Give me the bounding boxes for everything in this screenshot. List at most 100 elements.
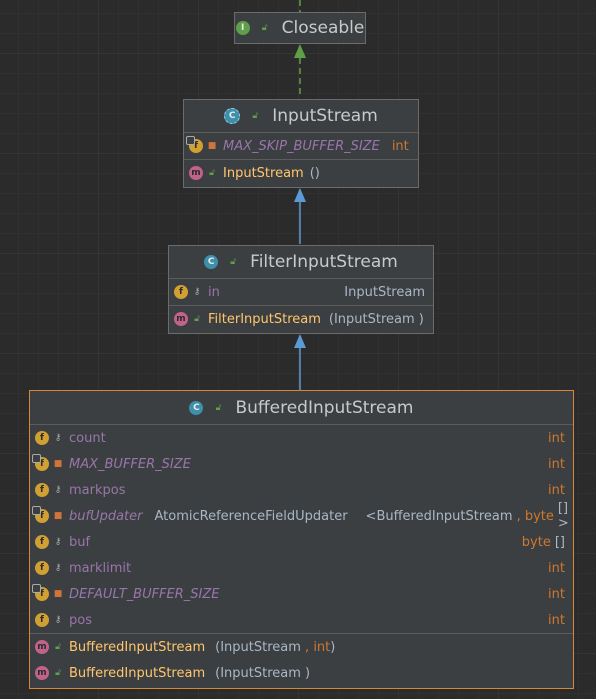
buffered-input-stream-node[interactable]: C 🔓︎ BufferedInputStream f ⚷ count int f… — [29, 390, 574, 689]
buffered-input-stream-header: C 🔓︎ BufferedInputStream — [30, 391, 573, 425]
field-icon: f — [35, 483, 49, 497]
field-row[interactable]: f ⚷ markpos int — [30, 477, 573, 503]
field-name: bufUpdater — [69, 508, 143, 524]
public-access-icon: 🔓︎ — [230, 257, 237, 267]
field-name: marklimit — [69, 560, 132, 576]
protected-access-icon: ⚷ — [54, 485, 62, 495]
field-row[interactable]: f ⚷ buf byte [] — [30, 529, 573, 555]
method-params: () — [309, 165, 320, 181]
public-access-icon: 🔓︎ — [194, 314, 200, 324]
class-icon: C — [189, 400, 204, 415]
private-access-icon: ■ — [53, 459, 63, 469]
filter-input-stream-node[interactable]: C 🔓︎ FilterInputStream f ⚷ in InputStrea… — [168, 245, 434, 334]
field-row[interactable]: f ⚷ marklimit int — [30, 555, 573, 581]
filter-input-stream-header: C 🔓︎ FilterInputStream — [169, 246, 433, 279]
method-params: (InputStream — [215, 639, 301, 655]
protected-access-icon: ⚷ — [54, 615, 62, 625]
method-icon: m — [174, 312, 188, 326]
public-access-icon: 🔓︎ — [215, 402, 222, 413]
field-row[interactable]: f ■ DEFAULT_BUFFER_SIZE int — [30, 581, 573, 607]
class-icon: C — [204, 255, 219, 269]
public-access-icon: 🔓︎ — [261, 23, 268, 33]
input-stream-node[interactable]: C 🔓︎ InputStream f ■ MAX_SKIP_BUFFER_SIZ… — [183, 99, 419, 188]
public-access-icon: 🔓︎ — [209, 168, 215, 178]
implements-arrowhead — [294, 44, 306, 58]
field-type: int — [548, 482, 565, 498]
method-row[interactable]: m 🔓︎ BufferedInputStream (InputStream , … — [30, 633, 573, 660]
field-name: markpos — [69, 482, 126, 498]
public-access-icon: 🔓︎ — [55, 642, 61, 652]
field-type-suffix: [] — [554, 534, 565, 550]
field-type: InputStream — [344, 284, 425, 300]
field-name: DEFAULT_BUFFER_SIZE — [69, 586, 220, 602]
input-stream-header: C 🔓︎ InputStream — [184, 100, 418, 133]
method-row[interactable]: m 🔓︎ InputStream () — [184, 159, 418, 186]
field-row[interactable]: f ■ bufUpdater AtomicReferenceFieldUpdat… — [30, 501, 573, 531]
field-type: int — [548, 586, 565, 602]
method-name: BufferedInputStream — [69, 665, 206, 681]
protected-access-icon: ⚷ — [54, 537, 62, 547]
field-name: buf — [69, 534, 91, 550]
field-name: MAX_SKIP_BUFFER_SIZE — [223, 138, 380, 154]
method-icon: m — [189, 166, 203, 180]
method-icon: m — [35, 666, 49, 680]
private-access-icon: ■ — [53, 589, 63, 599]
private-access-icon: ■ — [53, 511, 63, 521]
closeable-header: I 🔓︎ Closeable — [235, 13, 365, 43]
method-params-close: ) — [330, 639, 336, 655]
method-row[interactable]: m 🔓︎ FilterInputStream (InputStream ) — [169, 305, 433, 332]
method-params: (InputStream ) — [328, 311, 424, 327]
field-type: byte — [521, 534, 551, 550]
field-icon: f — [35, 431, 49, 445]
field-type-generic-close: [] > — [557, 501, 569, 531]
field-row[interactable]: f ⚷ in InputStream — [169, 279, 433, 305]
static-field-icon: f — [32, 584, 49, 601]
field-type: int — [391, 138, 409, 154]
field-name: MAX_BUFFER_SIZE — [69, 456, 191, 472]
public-access-icon: 🔓︎ — [252, 111, 259, 121]
extends-arrowhead-filter — [294, 334, 306, 348]
field-type: int — [548, 430, 565, 446]
field-name: in — [208, 284, 220, 300]
method-name: InputStream — [223, 165, 304, 181]
method-params-sep: , — [300, 639, 314, 655]
input-stream-title: InputStream — [272, 106, 378, 126]
method-params: (InputStream ) — [215, 665, 311, 681]
field-row[interactable]: f ■ MAX_SKIP_BUFFER_SIZE int — [184, 133, 418, 159]
closeable-node[interactable]: I 🔓︎ Closeable — [234, 12, 366, 44]
method-row[interactable]: m 🔓︎ BufferedInputStream (InputStream ) — [30, 660, 573, 686]
field-type-generic-keyword: byte — [524, 508, 554, 524]
field-row[interactable]: f ⚷ pos int — [30, 607, 573, 633]
protected-access-icon: ⚷ — [54, 433, 62, 443]
field-icon: f — [35, 535, 49, 549]
abstract-class-icon: C — [224, 108, 241, 124]
method-name: BufferedInputStream — [69, 639, 206, 655]
field-type: int — [548, 612, 565, 628]
field-type: AtomicReferenceFieldUpdater — [154, 508, 348, 524]
field-icon: f — [35, 613, 49, 627]
buffered-input-stream-title: BufferedInputStream — [235, 397, 414, 418]
field-type: int — [548, 560, 565, 576]
closeable-title: Closeable — [281, 18, 365, 38]
static-field-icon: f — [32, 454, 49, 471]
field-icon: f — [174, 285, 188, 299]
method-params-keyword: int — [313, 639, 331, 655]
static-field-icon: f — [32, 506, 49, 523]
filter-input-stream-title: FilterInputStream — [250, 252, 398, 272]
field-name: count — [69, 430, 106, 446]
field-name: pos — [69, 612, 92, 628]
method-icon: m — [35, 640, 49, 654]
field-icon: f — [35, 561, 49, 575]
static-field-icon: f — [186, 136, 203, 153]
interface-icon: I — [235, 21, 250, 35]
field-type: int — [548, 456, 565, 472]
field-type-generic-open: <BufferedInputStream — [365, 508, 513, 524]
field-type-generic-sep: , — [516, 508, 525, 524]
field-row[interactable]: f ⚷ count int — [30, 425, 573, 451]
extends-arrowhead-input — [294, 188, 306, 202]
public-access-icon: 🔓︎ — [55, 668, 61, 678]
field-row[interactable]: f ■ MAX_BUFFER_SIZE int — [30, 451, 573, 477]
method-name: FilterInputStream — [208, 311, 321, 327]
protected-access-icon: ⚷ — [193, 287, 201, 297]
